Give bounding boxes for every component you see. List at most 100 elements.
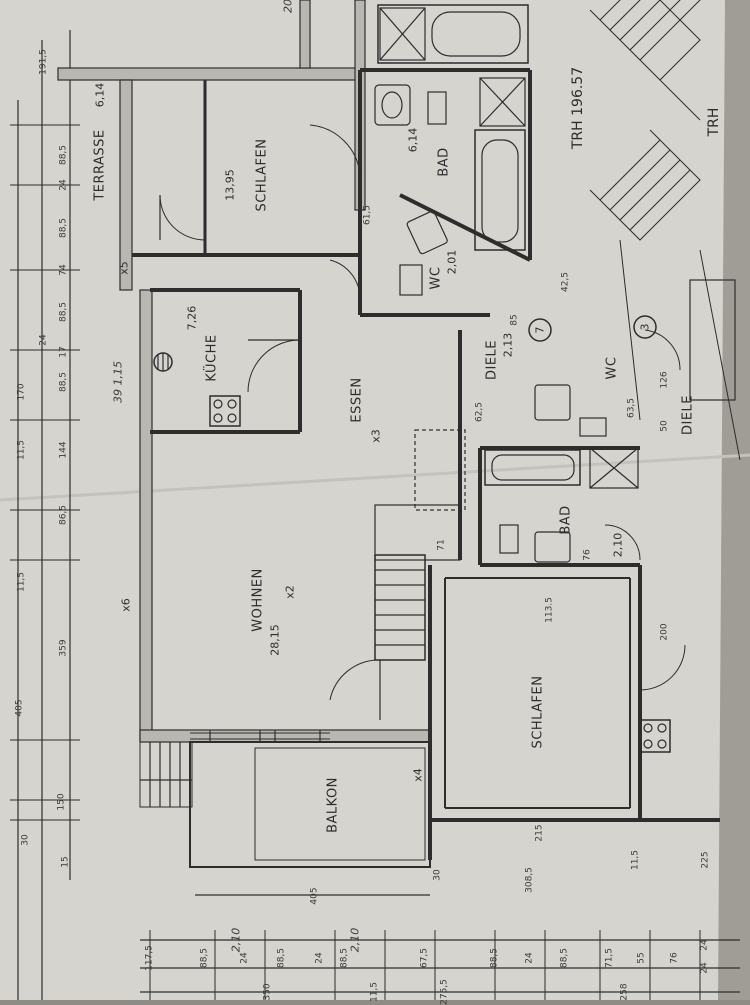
- room-label-bad-top: BAD: [436, 147, 452, 177]
- paper-fold: [0, 453, 750, 502]
- dim-bottom-24d: 24: [524, 952, 535, 964]
- door-arc-schlafen: [309, 124, 361, 176]
- stair-marker-3: 3: [638, 323, 652, 331]
- room-label-bad-mid: BAD: [558, 505, 574, 535]
- bathtub-mid: [484, 449, 581, 486]
- stove-right: [639, 719, 671, 753]
- dim-inner-635: 63,5: [626, 397, 637, 419]
- dim-left-170: 170: [16, 383, 27, 401]
- room-label-diele-right: DIELE: [680, 394, 696, 436]
- dim-left-885c: 88,5: [58, 217, 69, 239]
- marker-x5: x5: [117, 261, 131, 275]
- dim-left-1915: 191,5: [38, 49, 49, 75]
- marker-x6: x6: [119, 598, 133, 612]
- shower-top-2: [479, 77, 526, 127]
- stair-marker-7: 7: [533, 326, 547, 334]
- dim-bottom-885b: 88,5: [276, 947, 287, 969]
- room-area-wc-top: 2,01: [445, 249, 459, 275]
- dim-left-30: 30: [20, 834, 31, 846]
- dim-bottom-24a: 24: [699, 962, 710, 974]
- dim-inner-115: 11,5: [630, 849, 641, 871]
- dim-inner-50a: 50: [659, 420, 670, 432]
- balkon-inner: [254, 747, 426, 861]
- room-label-diele-left: DIELE: [484, 339, 500, 381]
- sink-bad-top: [374, 84, 411, 126]
- room-area-schlafen-top: 13,95: [223, 169, 237, 201]
- dim-bottom-715: 71,5: [604, 947, 615, 969]
- bathtub-top-1: [377, 4, 529, 64]
- dim-left-115a: 11,5: [16, 571, 27, 593]
- room-label-schlafen-top: SCHLAFEN: [254, 138, 270, 212]
- dim-left-74: 74: [58, 264, 69, 276]
- label-trh-2: TRH: [706, 107, 722, 137]
- door-arc-diele: [644, 329, 681, 371]
- dim-bottom-115: 11,5: [369, 981, 380, 1003]
- room-label-terrasse: TERRASSE: [92, 129, 108, 201]
- dim-inner-225: 225: [700, 851, 711, 869]
- dim-inner-3085: 308,5: [524, 867, 535, 893]
- wall-wc-diag: [399, 193, 531, 262]
- toilet-bad-top: [427, 91, 447, 125]
- dim-inner-85: 85: [509, 314, 520, 326]
- wall-main-bottom: [139, 729, 431, 743]
- dim-left-885b: 88,5: [58, 301, 69, 323]
- bathtub-top-2: [474, 129, 526, 251]
- dim-bottom-885e: 88,5: [559, 947, 570, 969]
- room-area-bad-mid: 2,10: [611, 532, 625, 558]
- dim-left-17: 17: [58, 346, 69, 358]
- door-arc-wohnen: [329, 659, 381, 701]
- wall-terrasse-left: [119, 79, 133, 291]
- dim-bottom-885a: 88,5: [199, 947, 210, 969]
- stair-block-middle: [374, 554, 426, 661]
- marker-x3: x3: [369, 429, 383, 443]
- dim-bottom-55: 55: [636, 952, 647, 964]
- dim-bottom-76: 76: [669, 952, 680, 964]
- dim-inner-615: 61,5: [362, 204, 373, 226]
- dim-inner-71: 71: [436, 539, 447, 551]
- toilet-bad-mid: [499, 524, 519, 554]
- stairs-top-right: [589, 0, 741, 461]
- dim-bottom-24e: 24: [699, 939, 710, 951]
- stair-marker-3-circle: [633, 315, 657, 339]
- dim-inner-215: 215: [534, 824, 545, 842]
- door-arc-terrasse: [159, 194, 206, 241]
- door-arc-wc: [329, 259, 361, 301]
- stair-well-outline: [374, 504, 461, 561]
- room-label-wc-right: WC: [604, 356, 620, 380]
- dim-bottom-24c: 24: [314, 952, 325, 964]
- dim-inner-126: 126: [659, 371, 670, 389]
- door-arc-bad-mid: [604, 524, 641, 561]
- dim-inner-425: 42,5: [560, 271, 571, 293]
- shower-top: [379, 7, 426, 61]
- dim-inner-200: 200: [659, 623, 670, 641]
- stair-well-top: [414, 429, 466, 511]
- stair-marker-7-circle: [528, 318, 552, 342]
- room-label-wohnen: WOHNEN: [250, 568, 266, 632]
- dim-bottom-1175: 117,5: [144, 945, 155, 971]
- balkon-steps: [139, 741, 193, 808]
- room-label-essen: ESSEN: [349, 377, 365, 423]
- room-area-diele-left: 2,13: [501, 332, 515, 358]
- dim-left-885a: 88,5: [58, 371, 69, 393]
- dim-left-150: 150: [56, 793, 67, 811]
- marker-x4: x4: [411, 768, 425, 782]
- room-label-schlafen-bottom: SCHLAFEN: [530, 675, 546, 749]
- handwritten-39: 39 1,15: [111, 361, 125, 403]
- room-area-bad-top: 6,14: [406, 127, 420, 153]
- door-arc-kueche: [247, 339, 301, 393]
- room-area-wohnen: 28,15: [268, 624, 282, 656]
- dim-left-405: 405: [14, 699, 25, 717]
- handwritten-210a: 2,10: [229, 927, 243, 953]
- paper-shadow-edge: [718, 0, 750, 1000]
- wall-top-mid: [299, 0, 311, 69]
- handwritten-210b: 2,10: [348, 927, 362, 953]
- dim-bottom-675: 67,5: [419, 947, 430, 969]
- dim-left-885d: 88,5: [58, 144, 69, 166]
- room-label-wc-top: WC: [428, 266, 444, 290]
- balkon-outline: [189, 741, 431, 868]
- dim-inner-30: 30: [432, 869, 443, 881]
- stove-kueche: [209, 395, 241, 427]
- dim-inner-76: 76: [582, 549, 593, 561]
